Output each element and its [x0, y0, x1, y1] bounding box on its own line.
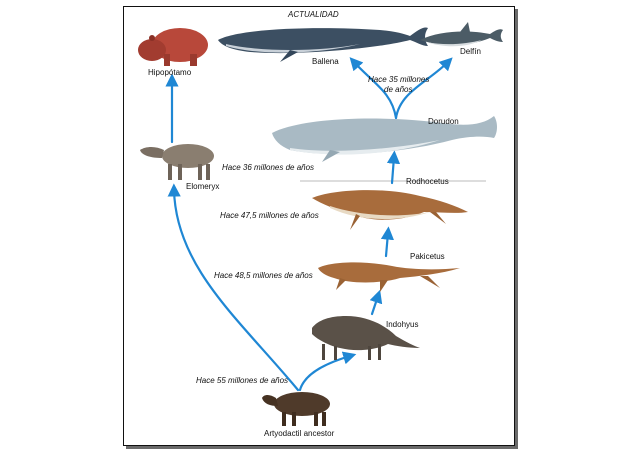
ancestor-illustration — [262, 392, 330, 426]
diagram-title: ACTUALIDAD — [288, 10, 339, 19]
label-ancestor: Artyodactil ancestor — [264, 430, 334, 438]
arrow-ancestor-to-indohyus — [300, 356, 350, 390]
dorudon-illustration — [272, 116, 497, 162]
label-elomeryx: Elomeryx — [186, 183, 219, 191]
time-47: Hace 47,5 millones de años — [220, 212, 319, 220]
arrows — [172, 62, 448, 390]
arrow-indohyus-to-pakicetus — [372, 296, 378, 314]
label-dorudon: Dorudon — [428, 118, 459, 126]
hippo-illustration — [138, 28, 208, 66]
label-whale: Ballena — [312, 58, 339, 66]
label-rodhocetus: Rodhocetus — [406, 178, 449, 186]
arrow-ancestor-to-elomeryx — [174, 190, 298, 390]
dolphin-illustration — [420, 22, 503, 46]
label-indohyus: Indohyus — [386, 321, 418, 329]
label-dolphin: Delfín — [460, 48, 481, 56]
time-48: Hace 48,5 millones de años — [214, 272, 313, 280]
time-36: Hace 36 millones de años — [222, 164, 314, 172]
arrow-rodhocetus-to-dorudon — [392, 157, 394, 183]
pakicetus-illustration — [318, 262, 460, 292]
time-35-line2: de años — [384, 86, 412, 94]
arrow-pakicetus-to-rodhocetus — [386, 233, 388, 256]
label-hippo: Hipopótamo — [148, 69, 191, 77]
label-pakicetus: Pakicetus — [410, 253, 445, 261]
rodhocetus-illustration — [312, 190, 468, 230]
time-35-line1: Hace 35 millones — [368, 76, 429, 84]
elomeryx-illustration — [140, 144, 214, 180]
time-55: Hace 55 millones de años — [196, 377, 288, 385]
